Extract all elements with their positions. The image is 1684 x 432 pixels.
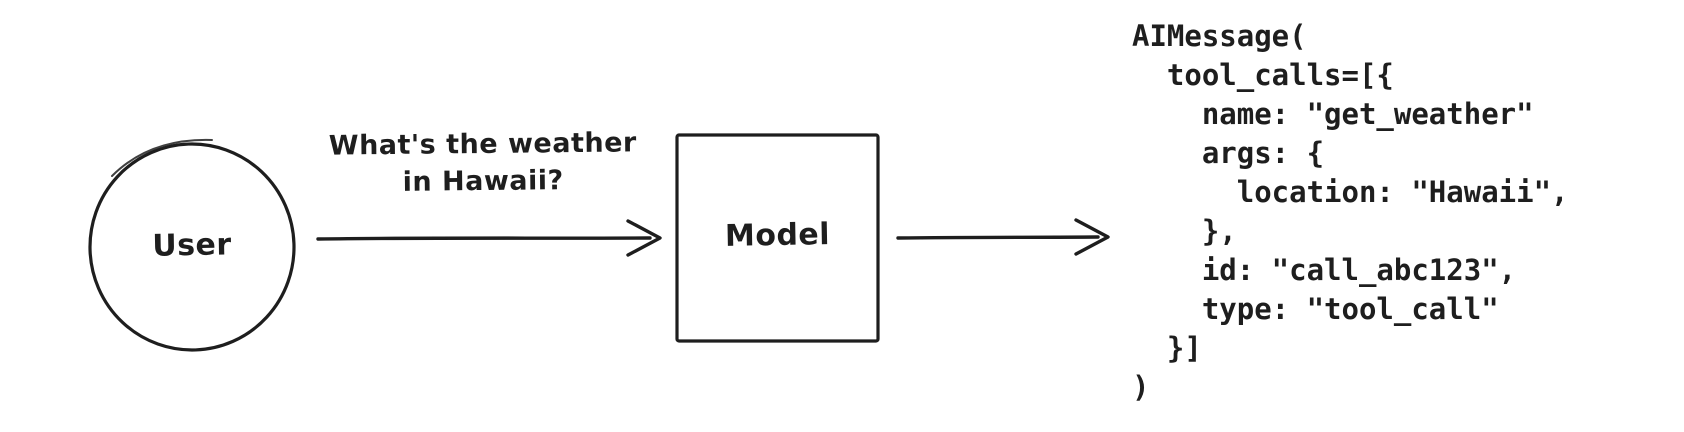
user-circle (88, 142, 296, 352)
request-arrow (316, 219, 662, 257)
user-circle-sketch-stroke (111, 138, 213, 177)
model-box (675, 133, 880, 343)
request-arrow-label-line1: What's the weather (328, 127, 637, 162)
request-arrow-shaft (316, 236, 652, 241)
response-arrow-shaft (896, 235, 1100, 240)
request-arrow-head (626, 219, 662, 257)
request-arrow-label-line2: in Hawaii? (402, 165, 564, 198)
response-arrow-head (1074, 218, 1110, 256)
model-node-label: Model (724, 217, 831, 254)
user-node-label: User (152, 227, 232, 264)
aimessage-code-block: AIMessage( tool_calls=[{ name: "get_weat… (1132, 19, 1569, 404)
request-arrow-label: What's the weather in Hawaii? (310, 124, 657, 202)
response-arrow (896, 218, 1110, 256)
